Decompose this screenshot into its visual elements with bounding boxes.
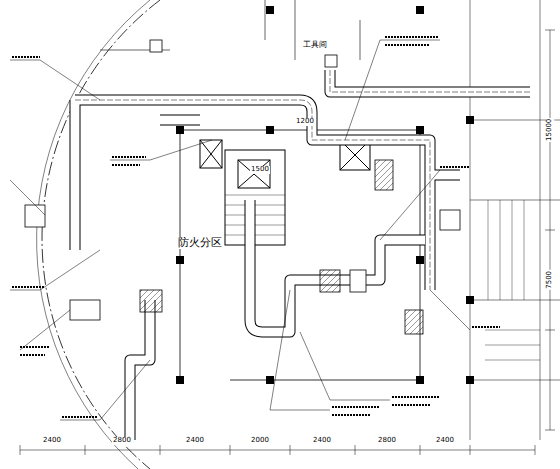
plan-label: 2400 [185,437,205,445]
plan-label: 2400 [312,437,332,445]
plan-label: 2400 [435,437,455,445]
plan-label: 2000 [250,437,270,445]
plan-label: 工具间 [302,41,328,50]
plan-label: 1200 [295,118,315,126]
plan-label: 2800 [112,437,132,445]
plan-label: 2800 [377,437,397,445]
plan-label: 7500 [546,270,554,290]
plan-label: 防火分区 [177,237,223,249]
plan-label: 15000 [546,118,554,142]
plan-label: 1500 [250,166,270,174]
plan-label: 2400 [42,437,62,445]
